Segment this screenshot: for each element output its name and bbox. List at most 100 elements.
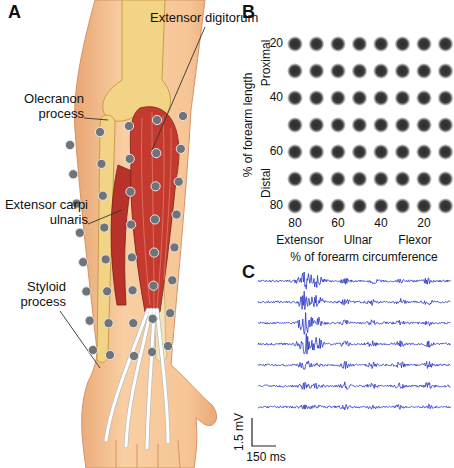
electrode [150,215,159,224]
emg-trace [258,333,451,354]
electrode [151,182,160,191]
tick-label: 80 [288,217,301,230]
electrode [79,258,88,267]
bone-label: Styloid process [4,280,66,309]
grid-dot [287,144,303,160]
grid-dot [373,90,389,106]
grid-dot [438,171,454,187]
grid-dot [416,36,432,52]
electrode-array [65,111,187,360]
finger-outline [116,440,180,468]
electrode [128,286,137,295]
electrode [88,345,97,354]
electrode [174,177,183,186]
grid-dot [309,63,325,79]
grid-dot [416,198,432,214]
grid-dot [330,198,346,214]
grid-dot [395,144,411,160]
scale-bar [252,418,276,446]
electrode [103,287,112,296]
electrode [176,144,185,153]
forearm-skin [75,0,217,468]
grid-dot [309,171,325,187]
grid-dot [352,171,368,187]
panel-letter: B [242,2,255,22]
grid-dot [395,63,411,79]
electrode [95,127,104,136]
electrode [172,210,181,219]
grid-dot [352,198,368,214]
grid-dot [287,198,303,214]
grid-dot [309,117,325,133]
grid-dot [287,117,303,133]
emg-trace [258,404,451,410]
electrode [126,187,135,196]
electrode [129,351,138,360]
grid-dot [309,36,325,52]
electrode [82,287,91,296]
grid-dot [330,63,346,79]
grid-dot [395,198,411,214]
panel-letter: A [8,2,21,22]
tick-label: 80 [270,199,283,212]
electrode [148,314,157,323]
emg-trace [258,272,451,289]
grid-dot [287,90,303,106]
grid-dot [373,63,389,79]
electrode [150,248,159,257]
muscle-label: Extensor carpi ulnaris [2,198,88,227]
grid-dot [373,198,389,214]
grid-dot [416,144,432,160]
electrode [127,220,136,229]
tick-label: 60 [331,217,344,230]
grid-dot [395,117,411,133]
panel-letter: C [242,262,255,282]
grid-dot [330,90,346,106]
axis-label: Extensor [276,234,323,247]
grid-dot [395,171,411,187]
grid-dot [330,36,346,52]
grid-dot [395,90,411,106]
electrode [75,228,84,237]
grid-dot [373,171,389,187]
axis-label: Flexor [398,234,431,247]
grid-dot [395,36,411,52]
electrode [69,170,78,179]
grid-dot [438,117,454,133]
scale-label: 150 ms [246,451,285,464]
electrode [97,159,106,168]
grid-dot [438,36,454,52]
grid-dot [287,36,303,52]
muscle [130,107,179,312]
grid-dot [438,90,454,106]
grid-dot [287,63,303,79]
electrode [129,319,138,328]
grid-dot [416,117,432,133]
grid-dot [352,90,368,106]
electrode [149,281,158,290]
grid-dot [373,36,389,52]
grid-dot [330,117,346,133]
electrode [178,111,187,120]
electrode [127,253,136,262]
grid-dot [373,144,389,160]
emg-trace [258,382,451,390]
grid-dot [438,144,454,160]
axis-title: % of forearm circumference [290,251,437,264]
grid-dot [330,144,346,160]
scale-label: 1.5 mV [233,413,246,451]
grid-dot [352,36,368,52]
electrode [124,121,133,130]
grid-dot [416,63,432,79]
muscle-fibre [141,112,171,308]
grid-dot [416,90,432,106]
grid-dot [438,198,454,214]
tick-label: 40 [374,217,387,230]
electrode [105,350,114,359]
emg-traces [258,272,451,410]
tick-label: 40 [270,91,283,104]
electrode [168,276,177,285]
axis-title: % of forearm length [242,73,255,178]
electrode [101,255,110,264]
